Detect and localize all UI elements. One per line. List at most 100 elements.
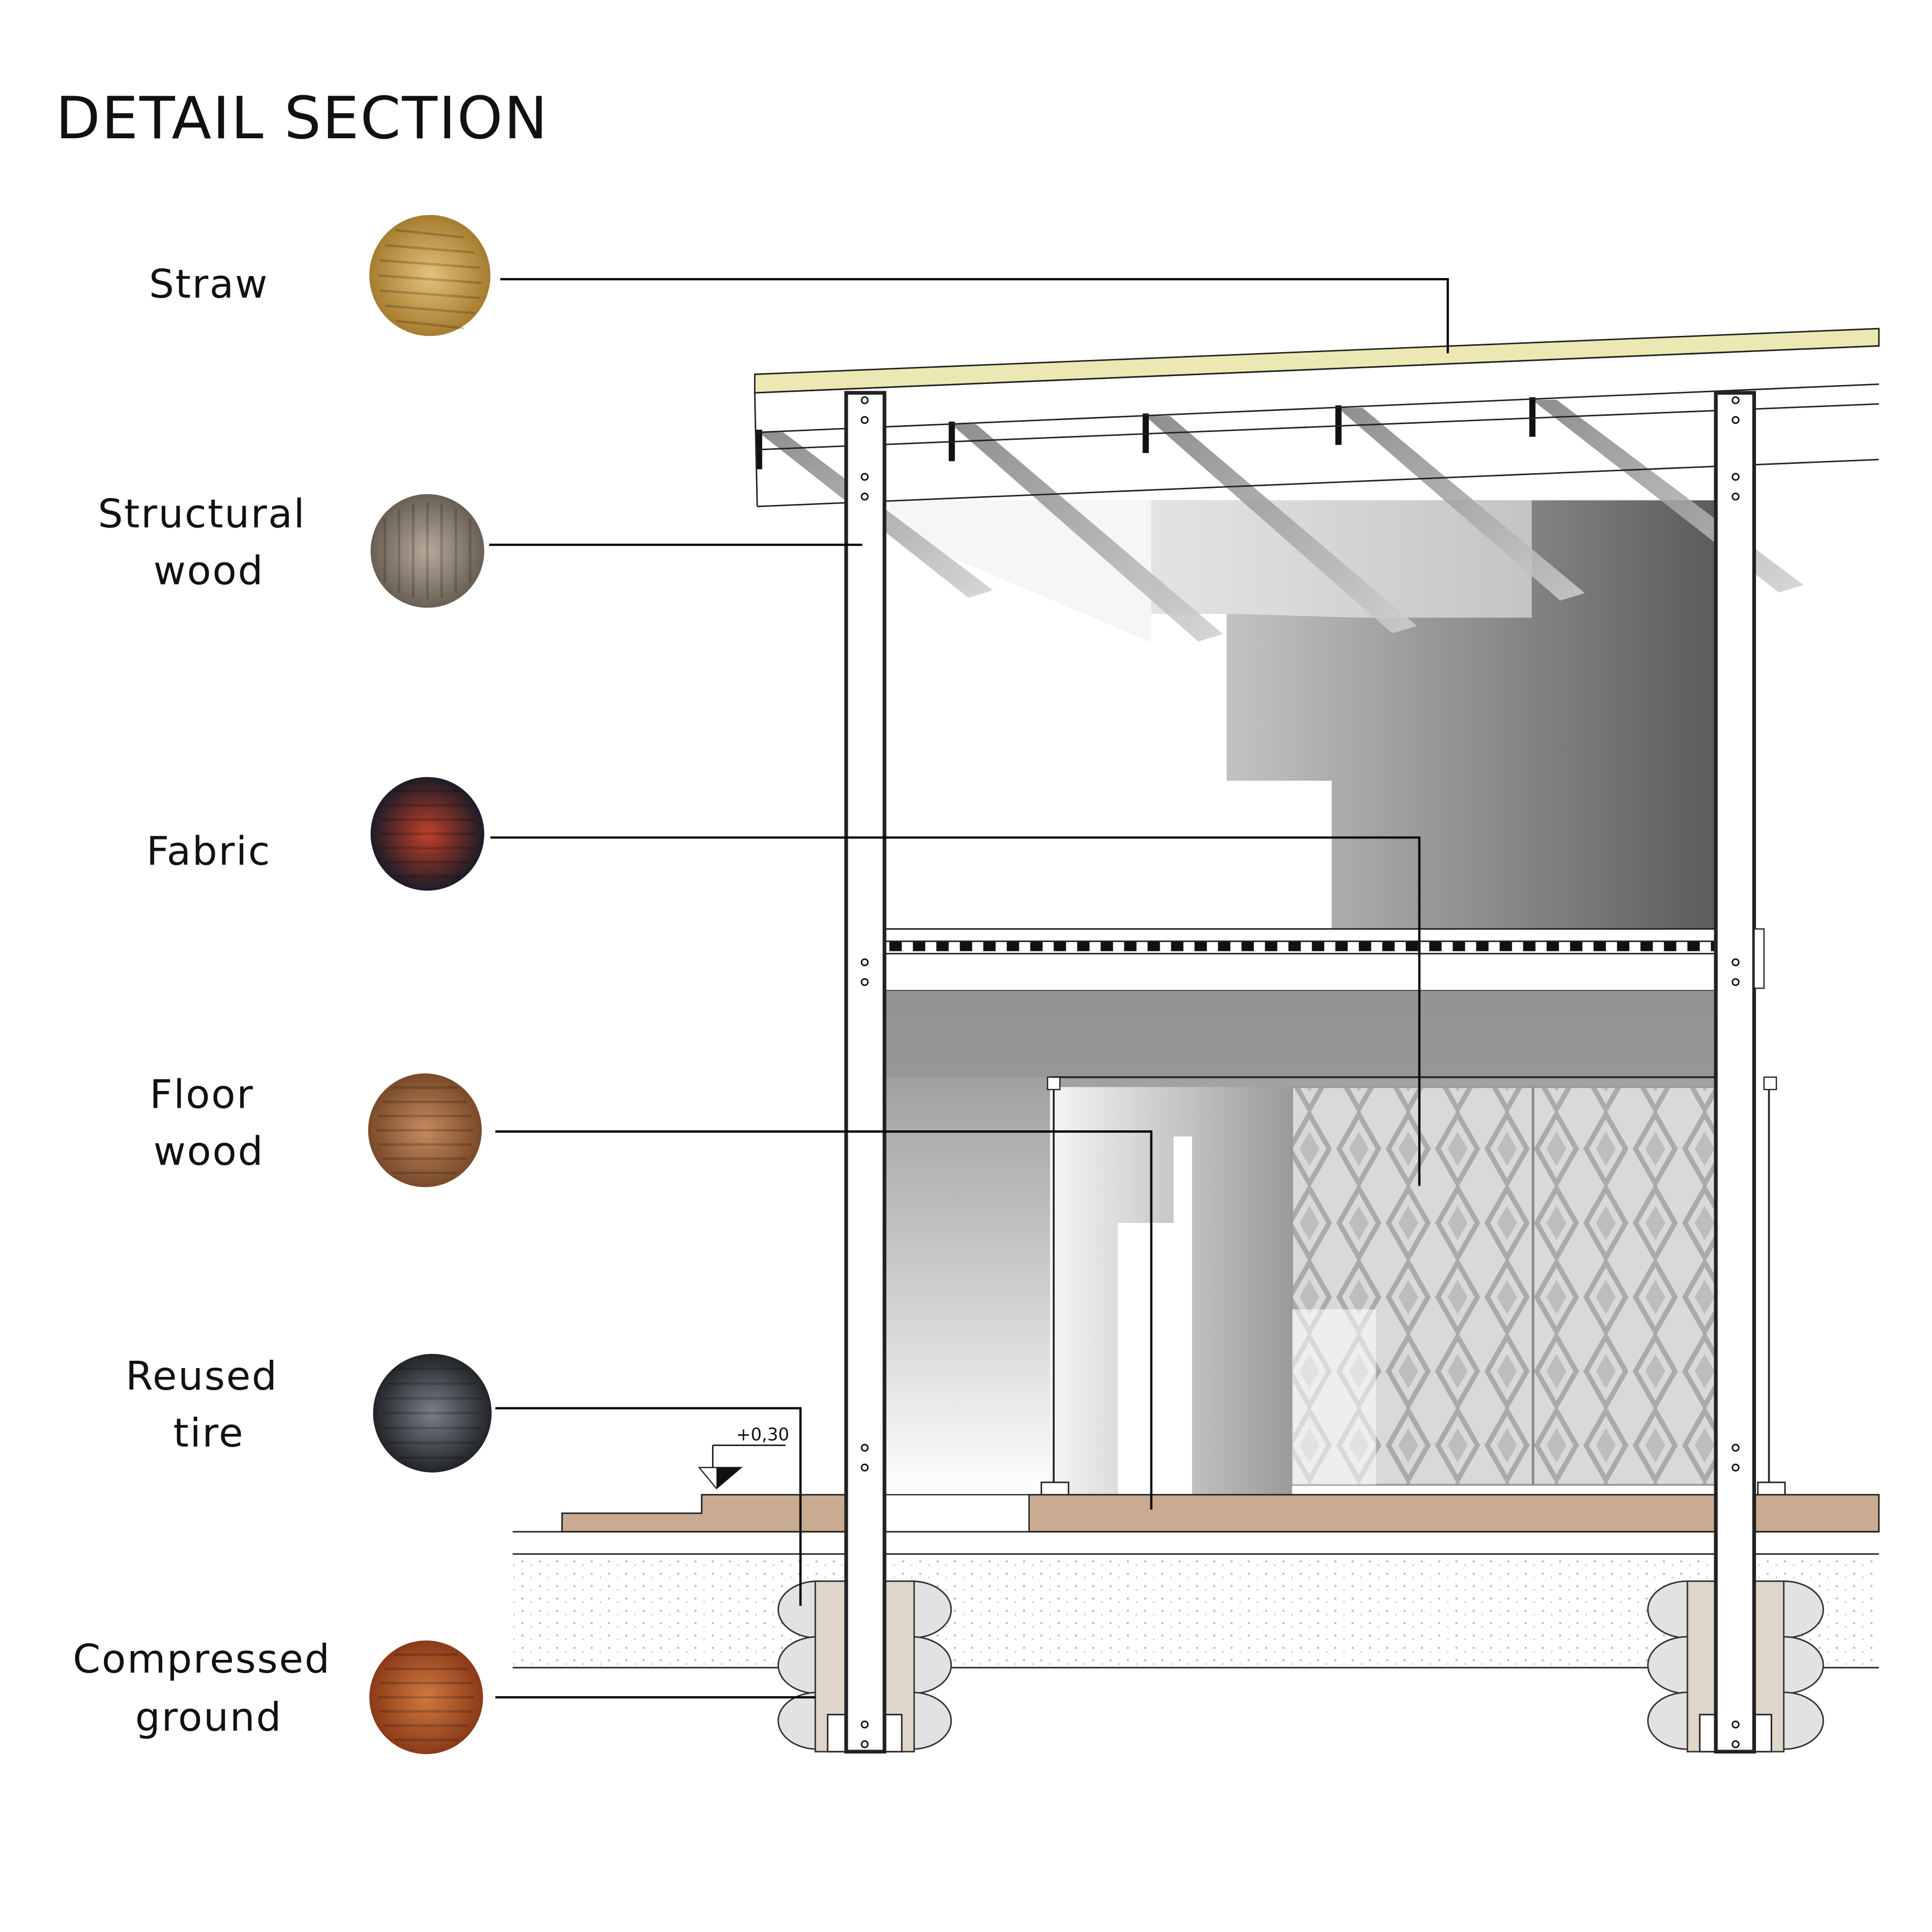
bolt [861, 1463, 869, 1472]
label-structural-wood-1: Structural [98, 491, 306, 537]
joist [1640, 941, 1653, 951]
patterned-fabric-texture [370, 777, 484, 891]
label-straw: Straw [149, 261, 269, 307]
reused-tire-texture-marks [381, 1367, 483, 1459]
straw-texture-line [396, 319, 464, 330]
material-swatches [368, 215, 492, 1754]
straw-roof-layer [754, 328, 1880, 394]
floor-wood-texture-marks [377, 1086, 474, 1174]
joist [1523, 941, 1536, 951]
joist [1382, 941, 1395, 951]
joist [1570, 941, 1583, 951]
bolt [861, 1720, 869, 1729]
leader-lines [489, 278, 1449, 1699]
joist [1664, 941, 1677, 951]
joist [983, 941, 996, 951]
label-floor-wood-2: wood [153, 1129, 264, 1175]
straw-texture-line [385, 304, 475, 315]
bolt [1731, 492, 1740, 501]
bolt [861, 978, 869, 986]
leader-straw [500, 278, 1449, 354]
joist [1687, 941, 1700, 951]
roof-beam [1145, 416, 1417, 634]
joist [1288, 941, 1301, 951]
bolt [861, 958, 869, 966]
wood-log-texture [368, 1073, 482, 1187]
joist [889, 941, 902, 951]
joist [1476, 941, 1489, 951]
floor-joists [884, 941, 1724, 955]
diagram-title: DETAIL SECTION [55, 84, 548, 152]
straw-texture-line [380, 259, 480, 269]
bolt [1731, 1740, 1740, 1749]
bolt [861, 396, 869, 405]
bolt [861, 1740, 869, 1749]
tree-bark-texture [370, 494, 484, 608]
level-marker: +0,30 [698, 1424, 789, 1490]
post-left [844, 391, 887, 1754]
bolt [1731, 416, 1740, 424]
straw-texture-marks [378, 229, 482, 330]
bolt [1731, 1444, 1740, 1452]
bolt [1731, 473, 1740, 481]
straw-texture-line [385, 244, 475, 254]
joist [1053, 941, 1067, 951]
bolt [861, 473, 869, 481]
bolt [1731, 1720, 1740, 1729]
joist [1617, 941, 1629, 951]
svg-text:Fabric: Fabric [146, 828, 271, 874]
joist [1335, 941, 1348, 951]
svg-text:Compressed ground: Compressed ground [73, 1636, 345, 1740]
stacked-tires-texture [373, 1354, 492, 1473]
joist [1547, 941, 1559, 951]
joist [1452, 941, 1465, 951]
label-compressed-ground-1: Compressed [73, 1636, 331, 1682]
post-bolts [861, 396, 1740, 1749]
bolt [861, 1444, 869, 1452]
beam-section [1529, 397, 1536, 437]
joist [936, 941, 949, 951]
joist [1265, 941, 1277, 951]
upper-floor-deck [884, 928, 1717, 942]
building-section: +0,30 [512, 328, 1880, 1754]
joist [1100, 941, 1113, 951]
label-compressed-ground-2: ground [135, 1694, 282, 1740]
level-marker-text: +0,30 [736, 1424, 789, 1445]
joist [1124, 941, 1137, 951]
label-reused-tire-1: Reused [126, 1353, 278, 1399]
label-reused-tire-2: tire [173, 1410, 244, 1456]
svg-text:Straw: Straw [149, 261, 269, 307]
floor-wood-step [561, 1494, 847, 1533]
joist [1359, 941, 1372, 951]
compressed-ground-texture-marks [378, 1653, 475, 1741]
svg-text:Floor wood: Floor wood [150, 1072, 268, 1175]
fabric-panels [1291, 1086, 1717, 1486]
bolt [1731, 958, 1740, 966]
svg-text:Reused tire: Reused tire [126, 1353, 292, 1456]
straw-texture [369, 215, 491, 336]
joist [1195, 941, 1207, 951]
bolt [1731, 396, 1740, 405]
leader-reused-tire [495, 1407, 802, 1606]
joist [1077, 941, 1090, 951]
bolt [1731, 1463, 1740, 1472]
joist [1312, 941, 1324, 951]
bolt [861, 492, 869, 501]
label-floor-wood-1: Floor [150, 1072, 254, 1118]
label-structural-wood-2: wood [153, 548, 264, 594]
joist [1030, 941, 1043, 951]
joist [1500, 941, 1512, 951]
bolt [1731, 978, 1740, 986]
straw-texture-line [378, 274, 482, 284]
straw-texture-line [396, 229, 464, 239]
floor-wood-slab [1028, 1494, 1717, 1533]
material-labels: Straw Structural wood Fabric Floor wood … [73, 261, 345, 1740]
joist [960, 941, 972, 951]
joist [1007, 941, 1019, 951]
joist [1218, 941, 1231, 951]
roof-beam [1338, 407, 1585, 601]
fabric-texture-marks [379, 790, 476, 878]
joist [1241, 941, 1254, 951]
leader-floor-wood [495, 1130, 1153, 1510]
